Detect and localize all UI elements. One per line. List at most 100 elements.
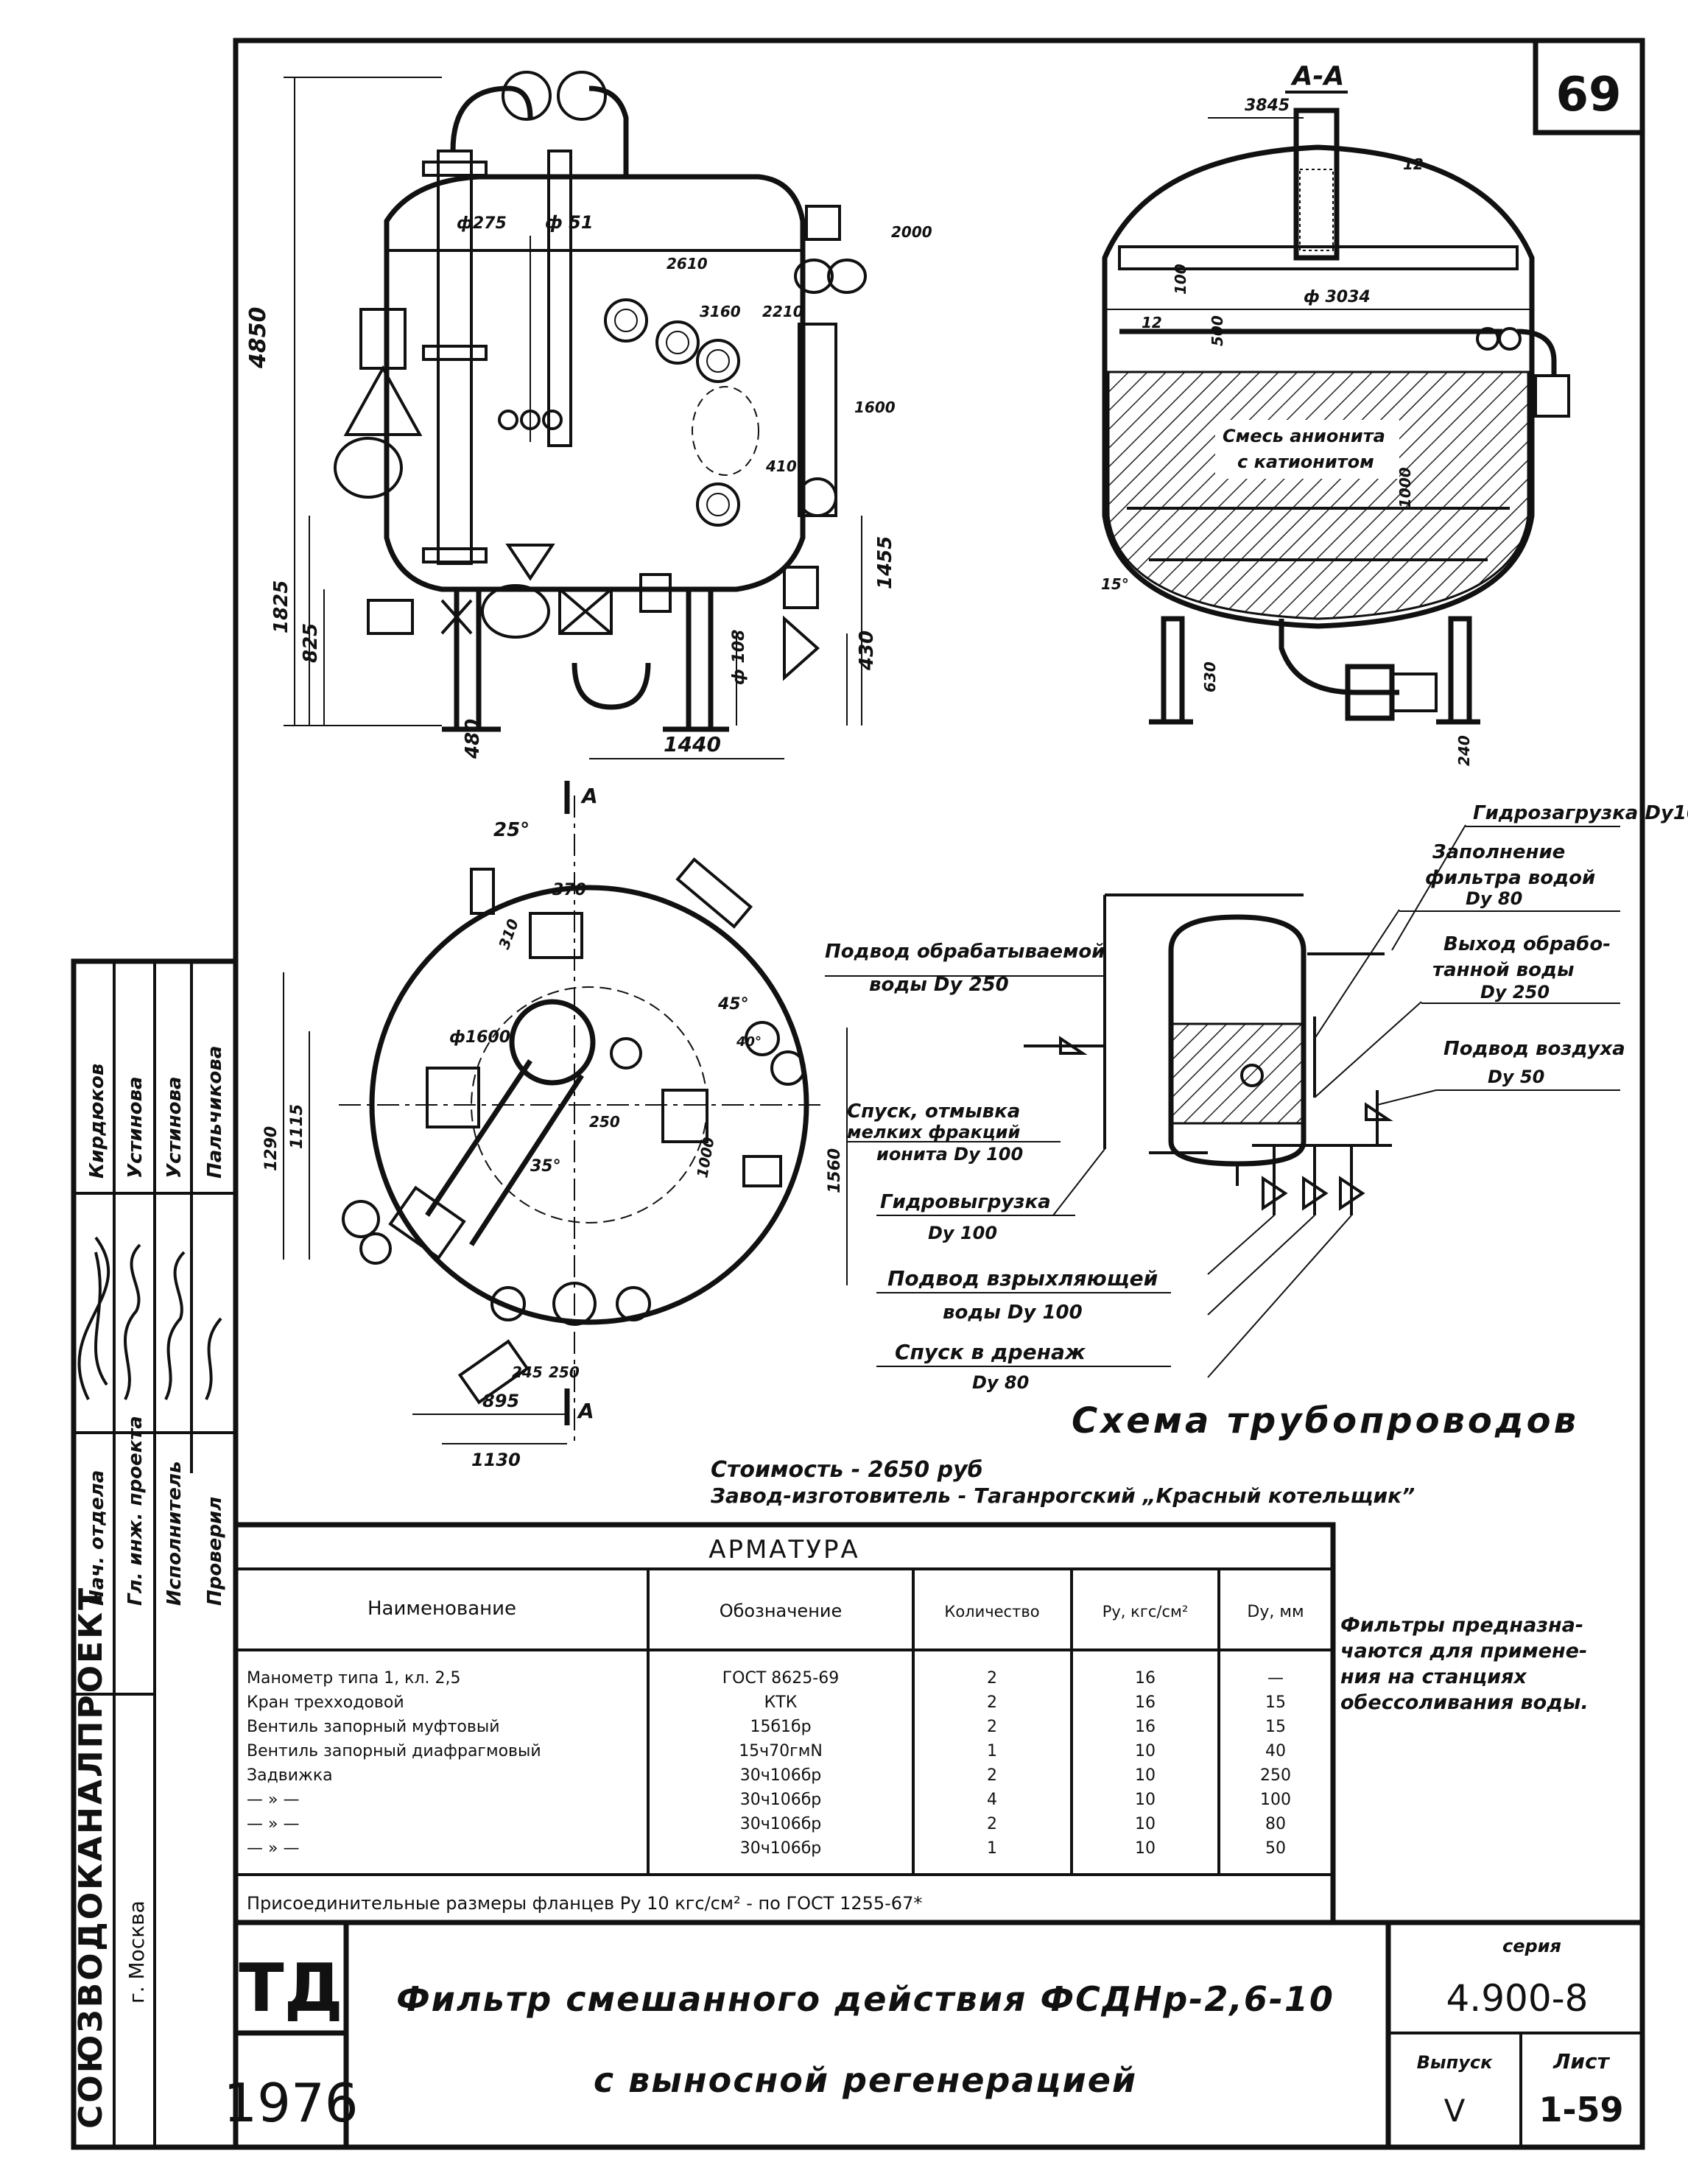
- dim-1825: 1825: [270, 580, 292, 633]
- plan-1115: 1115: [288, 1104, 306, 1149]
- cell-code: 15ч70гмN: [739, 1742, 823, 1760]
- cell-py: 10: [1135, 1742, 1156, 1760]
- pipe-drain-2: мелких фракций: [847, 1122, 1020, 1142]
- cell-name: Кран трехходовой: [247, 1693, 404, 1712]
- cell-dy: 15: [1265, 1718, 1286, 1736]
- stamp-role-0: Нач. отдела: [86, 1470, 108, 1606]
- dim-825: 825: [300, 623, 322, 663]
- cell-py: 10: [1135, 1839, 1156, 1858]
- table-row: Вентиль запорный диафрагмовый 15ч70гмN 1 10…: [247, 1742, 1286, 1760]
- cell-name: — » —: [247, 1839, 299, 1858]
- stamp-name-1: Устинова: [124, 1076, 147, 1179]
- pipe-loosen-2: воды Dy 100: [943, 1302, 1083, 1324]
- cell-code: 15б1бр: [750, 1718, 811, 1736]
- table-header-qty: Количество: [944, 1603, 1039, 1621]
- sheet-value: 1-59: [1538, 2090, 1623, 2129]
- plan-angle-25: 25°: [493, 819, 530, 841]
- pipe-air-1: Подвод воздуха: [1443, 1038, 1625, 1060]
- cell-qty: 2: [987, 1718, 997, 1736]
- table-title: АРМАТУРА: [708, 1535, 860, 1565]
- plan-dia-1600: ф1600: [449, 1028, 510, 1047]
- cell-qty: 2: [987, 1766, 997, 1785]
- table-header-py: Py, кгс/см²: [1103, 1603, 1189, 1621]
- cell-dy: 50: [1265, 1839, 1286, 1858]
- series-value: 4.900-8: [1446, 1977, 1589, 2020]
- stamp-role-3: Проверил: [204, 1497, 226, 1606]
- dim-1440: 1440: [664, 732, 721, 756]
- cell-py: 10: [1135, 1766, 1156, 1785]
- section-a-a-view: А-А Смесь анионита с катионитом 3845 ф 3…: [1101, 61, 1570, 766]
- pipe-unload-1: Гидровыгрузка: [880, 1191, 1051, 1213]
- title-line-2: с выносной регенерацией: [594, 2060, 1137, 2100]
- cell-code: КТК: [764, 1693, 798, 1712]
- notes: Стоимость - 2650 руб Завод-изготовитель …: [710, 1457, 1589, 1714]
- cell-name: Вентиль запорный диафрагмовый: [247, 1742, 541, 1760]
- dim-2210: 2210: [762, 303, 803, 320]
- cell-qty: 2: [987, 1669, 997, 1688]
- purpose-4: обессоливания воды.: [1340, 1691, 1589, 1714]
- pipe-drain-3: ионита Dy 100: [876, 1144, 1023, 1165]
- dim-430: 430: [856, 631, 878, 671]
- cell-dy: 40: [1265, 1742, 1286, 1760]
- front-elevation-view: 4850 1825 825 1455 430 480 1440 ф 51 ф 1…: [245, 71, 932, 759]
- dim-410: 410: [765, 457, 797, 475]
- dim-1455: 1455: [874, 536, 896, 589]
- cell-py: 16: [1135, 1718, 1156, 1736]
- resin-label-1: Смесь анионита: [1223, 426, 1385, 446]
- cell-name: — » —: [247, 1791, 299, 1809]
- table-footer: Присоединительные размеры фланцев Py 10 …: [247, 1893, 922, 1914]
- piping-title: Схема трубопроводов: [1072, 1400, 1579, 1442]
- cell-py: 10: [1135, 1791, 1156, 1809]
- title-td: ТД: [239, 1950, 343, 2027]
- resin-label-2: с катионитом: [1237, 452, 1374, 472]
- stamp-name-2: Устинова: [163, 1076, 186, 1179]
- cell-py: 16: [1135, 1693, 1156, 1712]
- dim-2000: 2000: [891, 223, 932, 241]
- plan-angle-35: 35°: [530, 1157, 561, 1176]
- cell-dy: —: [1267, 1669, 1284, 1688]
- side-stamp: СОЮЗВОДОКАНАЛПРОЕКТ г. Москва Нач. отдел…: [71, 958, 239, 2150]
- dim-240: 240: [1455, 735, 1473, 766]
- dim-15deg: 15°: [1101, 575, 1129, 593]
- pipe-fill-2: фильтра водой: [1425, 867, 1595, 889]
- plan-895: 895: [482, 1391, 519, 1411]
- signatures: [77, 1236, 222, 1400]
- dim-500: 500: [1209, 315, 1226, 346]
- dim-top-offset: ф275: [457, 214, 507, 233]
- cell-dy: 250: [1260, 1766, 1291, 1785]
- dim-3160: 3160: [700, 303, 741, 320]
- pipe-out-3: Dy 250: [1480, 982, 1550, 1003]
- dim-1600: 1600: [854, 398, 896, 416]
- plan-view: А А 25° 370 310 ф1600 45° 40° 250 35° 10…: [262, 781, 848, 1470]
- table-header-code: Обозначение: [720, 1601, 843, 1621]
- armature-table: АРМАТУРА Наименование Обозначение Количе…: [233, 1522, 1336, 1925]
- dim-100: 100: [1172, 264, 1189, 295]
- pipe-unload-2: Dy 100: [928, 1223, 997, 1243]
- plan-245: 245: [512, 1363, 543, 1381]
- sheet-frame: 69: [233, 38, 1645, 2150]
- cell-qty: 1: [987, 1742, 997, 1760]
- stamp-city: г. Москва: [124, 1900, 149, 2004]
- cell-name: Задвижка: [247, 1766, 333, 1785]
- cell-dy: 15: [1265, 1693, 1286, 1712]
- cell-name: Манометр типа 1, кл. 2,5: [247, 1669, 461, 1688]
- pipe-out-2: танной воды: [1432, 959, 1575, 981]
- pipe-fill-3: Dy 80: [1466, 888, 1522, 909]
- stamp-role-2: Исполнитель: [163, 1461, 186, 1606]
- series-label: серия: [1502, 1936, 1561, 1956]
- title-line-1: Фильтр смешанного действия ФСДНр-2,6-10: [396, 1979, 1334, 2019]
- stamp-name-0: Кирдюков: [86, 1064, 108, 1179]
- issue-label: Выпуск: [1417, 2052, 1493, 2073]
- pipe-out-1: Выход обрабо-: [1443, 933, 1611, 955]
- dim-12a: 12: [1142, 314, 1162, 331]
- cell-qty: 1: [987, 1839, 997, 1858]
- pipe-inlet-2: воды Dy 250: [869, 974, 1009, 996]
- issue-value: V: [1444, 2093, 1466, 2129]
- purpose-1: Фильтры предназна-: [1340, 1614, 1583, 1637]
